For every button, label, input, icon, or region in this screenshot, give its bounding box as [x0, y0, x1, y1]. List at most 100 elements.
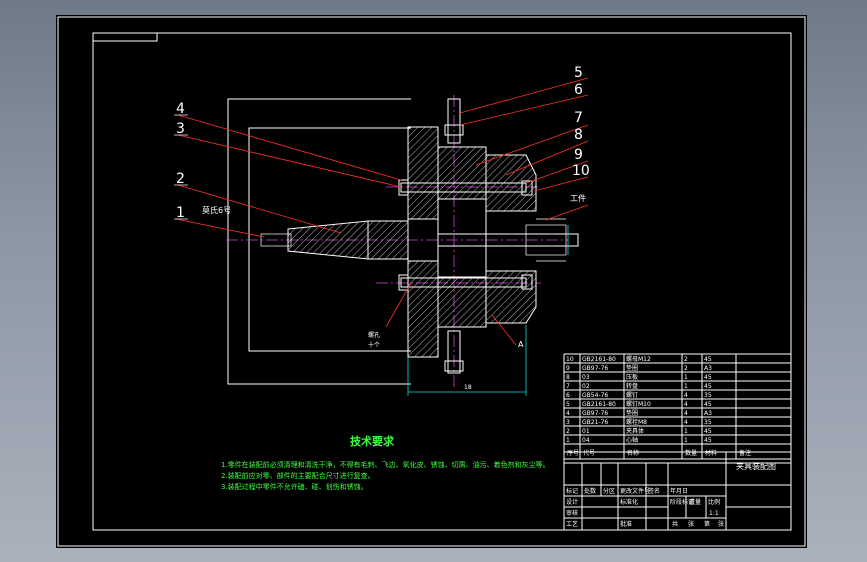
bom-cell: 1 [566, 437, 570, 444]
tech-requirement-1: 1.零件在装配前必须清理和清洗干净，不得有毛刺、飞边、氧化皮、锈蚀、切屑、油污、… [221, 460, 550, 469]
bom-cell: 4 [684, 392, 688, 399]
bolt-upper-head [444, 124, 464, 136]
bom-header-cell: 序号 [567, 449, 579, 457]
bom-cell: 心轴 [626, 436, 638, 444]
leader-1 [175, 218, 265, 238]
bolt-lower-head [444, 360, 464, 372]
row-label-mark: 标记 [566, 487, 578, 495]
bom-cell: 7 [566, 383, 570, 390]
morse-label: 莫氏6号 [202, 205, 231, 215]
bom-cell: GB21-76 [582, 419, 608, 426]
weight-label: 重量 [689, 498, 701, 506]
bom-cell: 4 [684, 419, 688, 426]
section-a-label: A [518, 340, 524, 349]
bom-cell: 4 [684, 401, 688, 408]
bom-cell: 45 [704, 437, 712, 444]
bom-cell: 45 [704, 374, 712, 381]
leader-8 [505, 140, 589, 176]
bom-cell: 5 [566, 401, 570, 408]
callout-7: 7 [574, 110, 583, 126]
bom-cell: 1 [684, 383, 688, 390]
bom-cell: 4 [684, 410, 688, 417]
bom-cell: 转盘 [626, 382, 638, 390]
assembly-drawing: 18 1 2 3 4 5 6 7 8 9 10 工件 莫氏6号 A 螺孔 十个 … [57, 16, 806, 547]
fixture-body-upper [407, 126, 439, 220]
role-design: 设计 [566, 498, 578, 506]
drawing-sheet: 18 1 2 3 4 5 6 7 8 9 10 工件 莫氏6号 A 螺孔 十个 … [56, 15, 807, 548]
scale-label: 比例 [708, 498, 720, 506]
bom-cell: 1 [684, 374, 688, 381]
bom-header-cell: 名称 [627, 449, 639, 457]
bom-cell: 9 [566, 365, 570, 372]
scale-value: 1:1 [709, 510, 719, 517]
leader-4 [177, 114, 402, 181]
bom-header-cell: 备注 [739, 449, 751, 457]
callout-6: 6 [574, 82, 583, 98]
bom-cell: A3 [704, 410, 712, 417]
arbor-taper [287, 220, 369, 260]
bom-cell: 10 [566, 356, 574, 363]
shaft-end-piece [525, 224, 567, 256]
footer-sheet: 张 [718, 520, 724, 528]
bom-cell: 压板 [626, 373, 638, 381]
bom-cell: GB97-76 [582, 410, 608, 417]
callout-8: 8 [574, 127, 583, 143]
bom-header-cell: 材料 [705, 449, 717, 457]
callout-2: 2 [176, 171, 185, 187]
bom-cell: 2 [566, 428, 570, 435]
screw-upper-horizontal [400, 182, 527, 193]
tech-requirements-title: 技术要求 [350, 434, 395, 448]
nut-upper-right [521, 180, 533, 196]
bom-cell: GB2161-80 [582, 401, 616, 408]
callout-4: 4 [176, 101, 185, 117]
bom-cell: 6 [566, 392, 570, 399]
bolt-upper-vertical [447, 98, 461, 144]
workpiece-label: 工件 [570, 193, 586, 203]
bom-cell: 45 [704, 401, 712, 408]
rotary-plate-lower [437, 276, 487, 328]
callout-10: 10 [572, 163, 590, 179]
bom-cell: 35 [704, 419, 712, 426]
role-review: 审核 [566, 509, 578, 517]
footer-total: 共 [672, 520, 678, 528]
outer-frame [57, 16, 806, 547]
bom-cell: 1 [684, 428, 688, 435]
bom-cell: 1 [684, 437, 688, 444]
row-label-sign: 签名 [648, 487, 660, 495]
fixture-body-lower [407, 260, 439, 358]
outline-rect-inner [248, 127, 411, 352]
bom-cell: 8 [566, 374, 570, 381]
bom-cell: 2 [684, 365, 688, 372]
outline-rect-large [227, 98, 411, 385]
row-label-zone: 分区 [603, 487, 615, 495]
leader-6 [459, 94, 589, 126]
rotary-plate-window [437, 198, 487, 278]
leader-3 [177, 134, 402, 188]
tech-requirement-2: 2.装配前应对零、部件的主要配合尺寸进行复查。 [221, 471, 375, 480]
bom-cell: 垫圈 [626, 364, 638, 372]
drawing-name: 夹具装配图 [736, 461, 776, 471]
row-label-date: 年月日 [670, 487, 688, 495]
callout-3: 3 [176, 121, 185, 137]
leader-9 [525, 160, 589, 184]
bom-cell: A3 [704, 365, 712, 372]
bom-cell: GB2161-80 [582, 356, 616, 363]
bom-cell: 45 [704, 428, 712, 435]
title-block [563, 451, 792, 531]
bom-cell: 45 [704, 383, 712, 390]
leader-2 [177, 184, 342, 234]
leader-5 [459, 77, 589, 114]
bolt-lower-vertical [447, 330, 461, 374]
screw-upper-head [398, 179, 409, 196]
bom-cell: GB97-76 [582, 365, 608, 372]
leader-hole [385, 282, 412, 328]
callout-9: 9 [574, 147, 583, 163]
screw-lower-horizontal [400, 277, 527, 288]
bom-cell: 45 [704, 356, 712, 363]
pressure-plate-lower [485, 270, 537, 324]
bom-cell: 3 [566, 419, 570, 426]
role-process: 工艺 [566, 520, 578, 528]
dimension-value: 18 [464, 384, 472, 391]
row-label-count: 处数 [584, 487, 596, 495]
